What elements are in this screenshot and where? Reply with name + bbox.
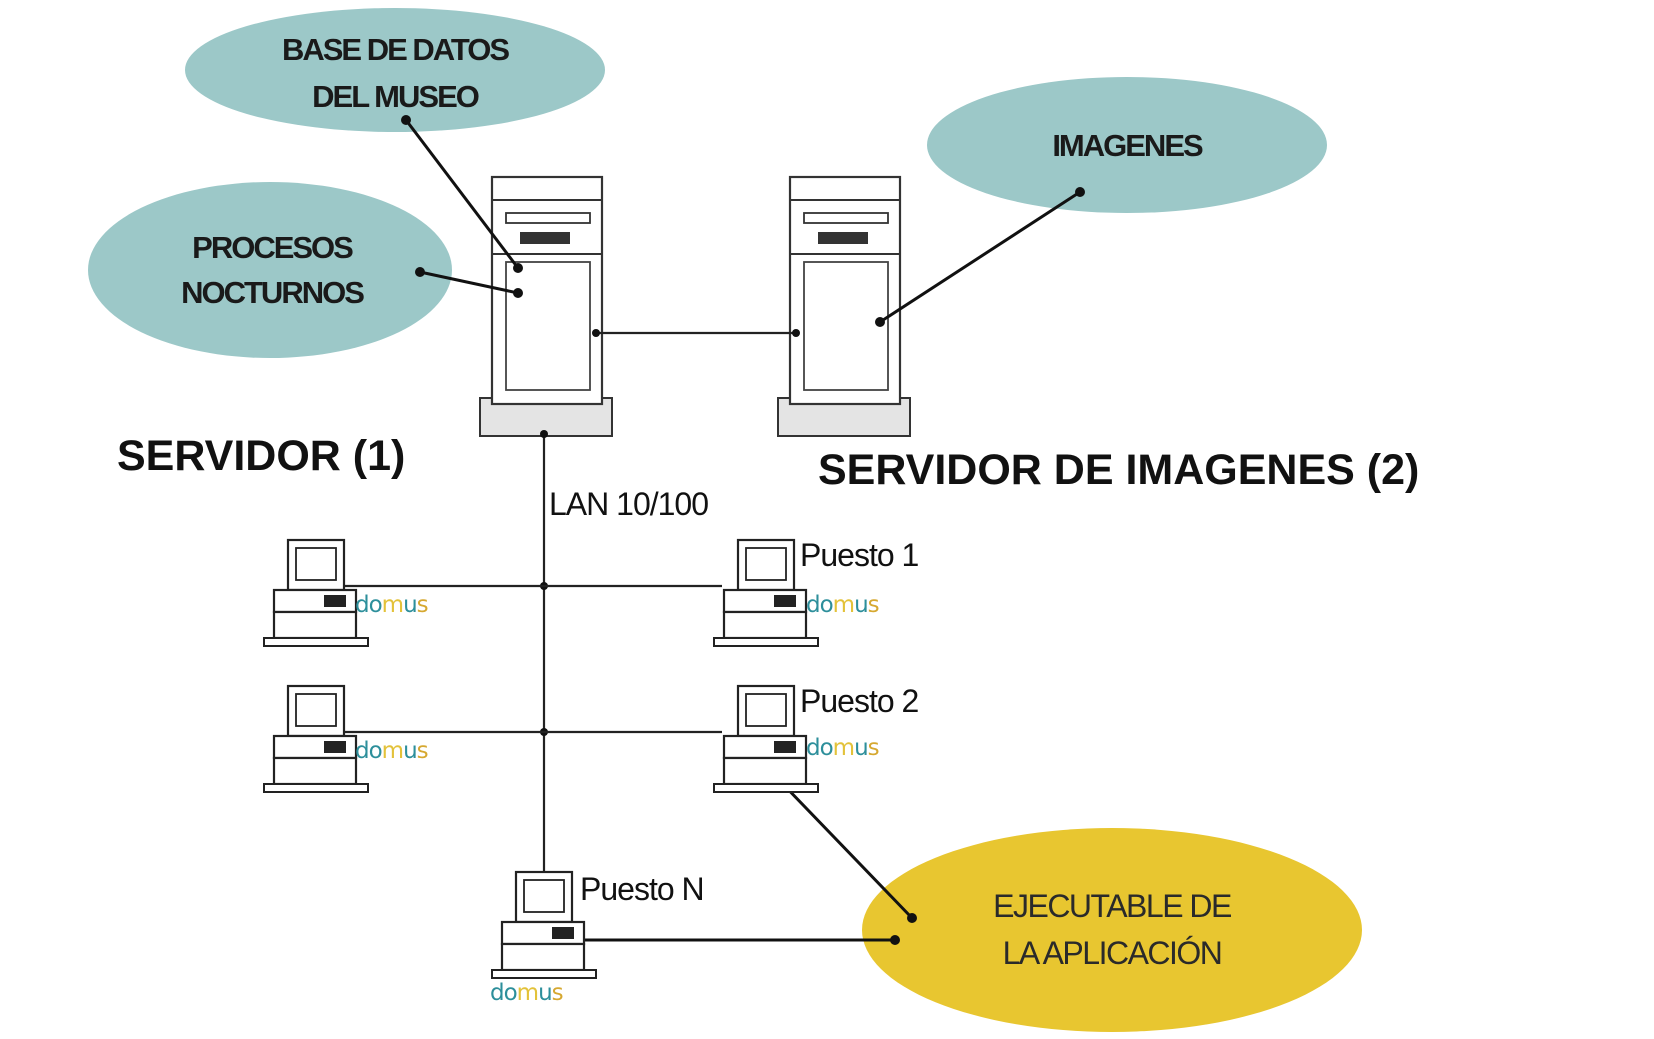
workstation-left-1	[262, 538, 370, 648]
night-processes-bubble: PROCESOS NOCTURNOS	[88, 182, 452, 358]
database-label-line-1: BASE DE DATOS	[282, 32, 509, 67]
workstation-left-2	[262, 684, 370, 794]
svg-text:domus: domus	[490, 980, 563, 1006]
logo-do: do	[355, 592, 382, 618]
database-bubble: BASE DE DATOS DEL MUSEO	[185, 8, 605, 132]
images-server-label: SERVIDOR DE IMAGENES (2)	[818, 446, 1419, 494]
images-server-icon	[777, 175, 911, 437]
svg-text:domus: domus	[806, 735, 879, 761]
main-server-label: SERVIDOR (1)	[117, 432, 405, 480]
executable-bubble: EJECUTABLE DE LA APLICACIÓN	[862, 828, 1362, 1032]
svg-text:domus: domus	[355, 738, 428, 764]
executable-label-line-2: LA APLICACIÓN	[1003, 935, 1222, 971]
images-bubble: IMAGENES	[927, 77, 1327, 213]
night-processes-label-line-2: NOCTURNOS	[181, 275, 364, 310]
puesto-n-label: Puesto N	[580, 871, 704, 907]
logo-m: m	[382, 592, 403, 618]
svg-text:domus: domus	[355, 592, 428, 618]
domus-logo-left-2: domus	[355, 738, 429, 764]
puesto-2-label: Puesto 2	[800, 683, 919, 719]
domus-logo-puesto-1: domus	[806, 592, 880, 618]
domus-logo-left-1: domus	[355, 592, 429, 618]
lan-label: LAN 10/100	[549, 486, 708, 522]
images-label: IMAGENES	[1052, 128, 1203, 163]
main-server-icon	[479, 175, 613, 437]
night-processes-label-line-1: PROCESOS	[192, 230, 353, 265]
puesto-1-label: Puesto 1	[800, 537, 919, 573]
logo-s: s	[417, 592, 428, 618]
database-label-line-2: DEL MUSEO	[312, 79, 479, 114]
domus-logo-puesto-n: domus	[490, 980, 564, 1006]
domus-logo-puesto-2: domus	[806, 735, 880, 761]
logo-u: u	[403, 592, 417, 618]
svg-text:domus: domus	[806, 592, 879, 618]
executable-label-line-1: EJECUTABLE DE	[993, 888, 1231, 924]
